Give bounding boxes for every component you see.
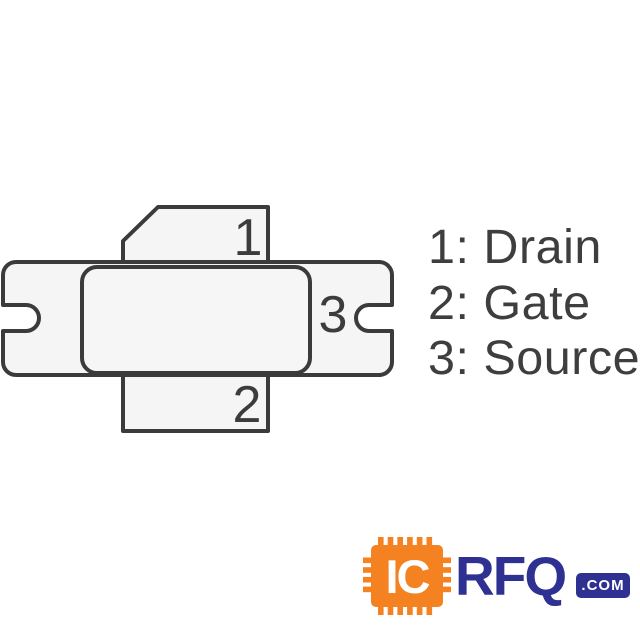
ic-chip-icon: IC xyxy=(363,537,451,615)
pin2-label: 2 xyxy=(233,376,262,434)
legend-line-drain: 1: Drain xyxy=(428,220,602,274)
icrfq-logo: IC RFQ .COM xyxy=(363,537,633,615)
logo-com-badge: .COM xyxy=(576,573,630,598)
pin-legend: 1: Drain 2: Gate 3: Source xyxy=(428,220,640,387)
legend-line-gate: 2: Gate xyxy=(428,275,591,330)
package-body xyxy=(80,265,312,375)
logo-com-label: .COM xyxy=(581,577,625,594)
pin1-label: 1 xyxy=(234,209,263,267)
chip-ic-label: IC xyxy=(386,550,430,603)
logo-rfq-text: RFQ xyxy=(455,545,567,607)
pin3-label: 3 xyxy=(319,286,348,344)
package-bottom-lead xyxy=(121,369,270,433)
legend-line-source: 3: Source xyxy=(428,331,640,385)
